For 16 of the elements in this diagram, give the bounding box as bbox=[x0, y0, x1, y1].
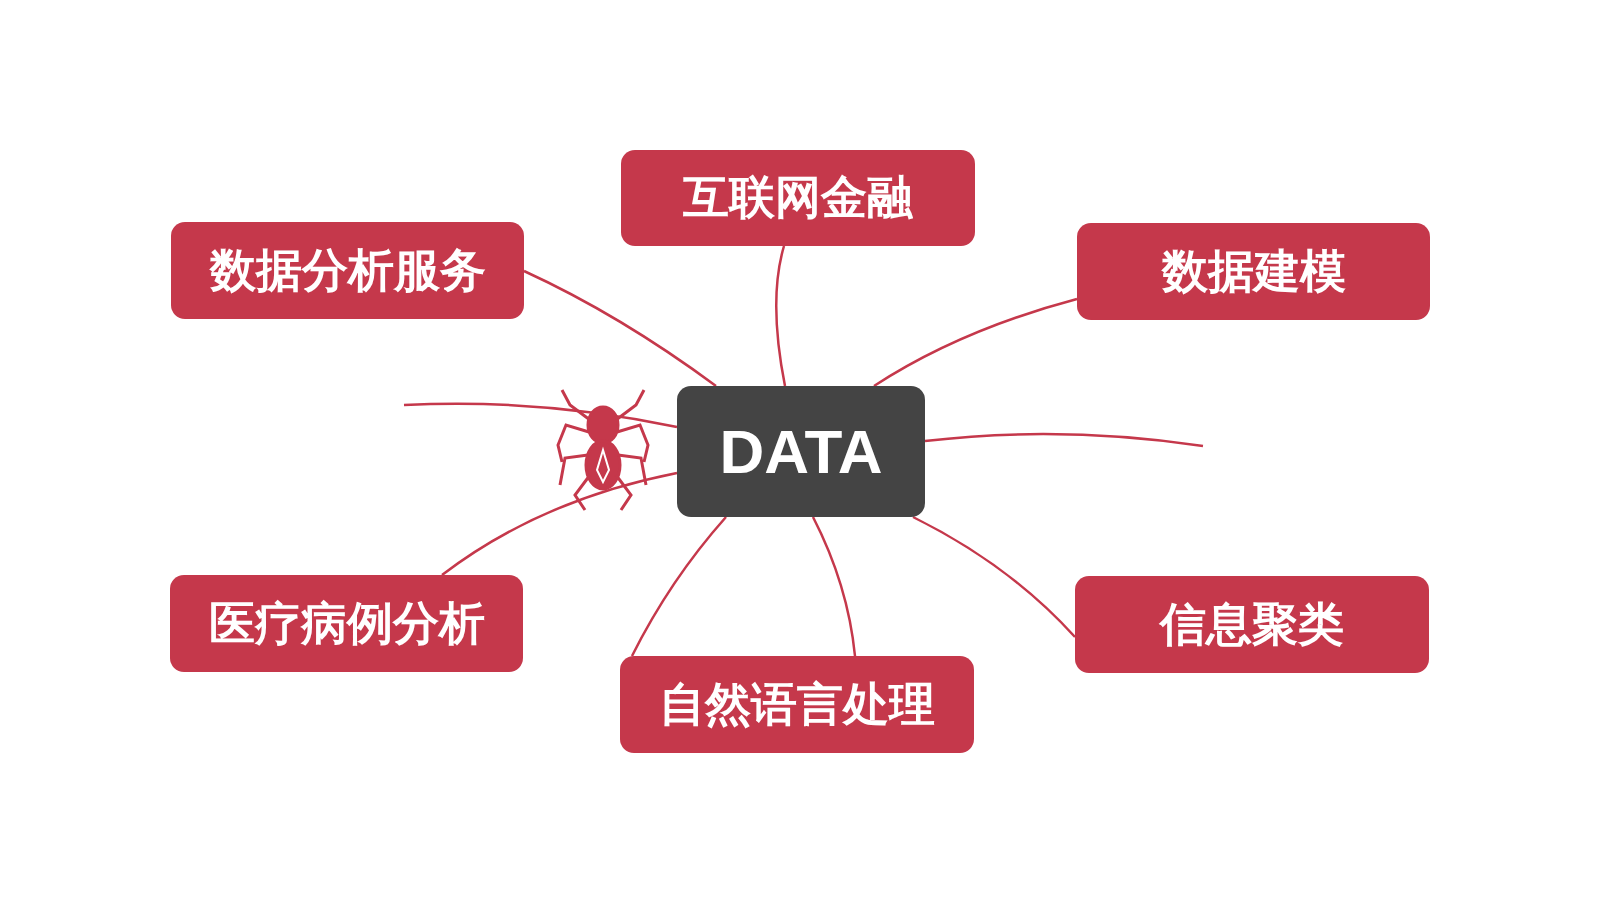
connector-line bbox=[811, 516, 857, 657]
connector-line bbox=[912, 515, 1076, 638]
connector-line bbox=[523, 269, 717, 387]
connector-line bbox=[441, 471, 678, 576]
connector-line bbox=[924, 432, 1204, 448]
topic-box: 数据分析服务 bbox=[171, 222, 524, 319]
connector-line bbox=[873, 297, 1078, 388]
topic-box: 信息聚类 bbox=[1075, 576, 1429, 673]
center-box: DATA bbox=[677, 386, 925, 517]
topic-box: 自然语言处理 bbox=[620, 656, 974, 753]
topic-box: 医疗病例分析 bbox=[170, 575, 523, 672]
connector-line bbox=[630, 516, 727, 657]
connector-line bbox=[775, 245, 787, 387]
connector-line bbox=[403, 402, 678, 429]
topic-box: 互联网金融 bbox=[621, 150, 975, 246]
topic-box: 数据建模 bbox=[1077, 223, 1430, 320]
